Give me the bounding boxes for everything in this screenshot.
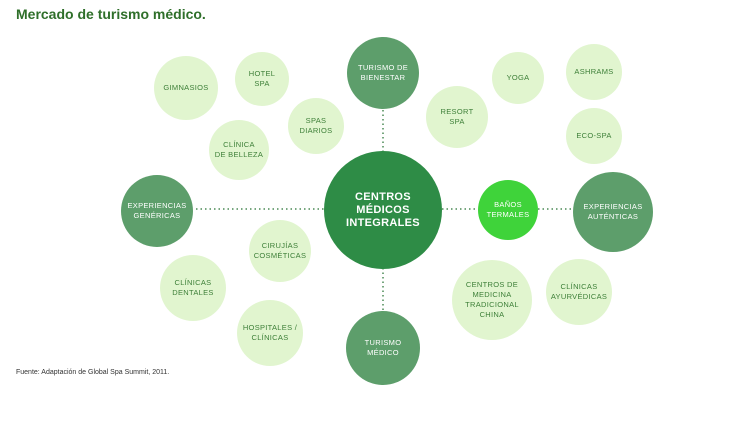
node-experiencias-genericas: EXPERIENCIAS GENÉRICAS (121, 175, 193, 247)
node-clinicas-dentales: CLÍNICAS DENTALES (160, 255, 226, 321)
node-label: CIRUJÍAS COSMÉTICAS (253, 241, 307, 260)
node-label: YOGA (506, 73, 530, 82)
page-title: Mercado de turismo médico. (16, 6, 206, 22)
node-label: SPAS DIARIOS (299, 116, 333, 135)
node-hotel-spa: HOTEL SPA (235, 52, 289, 106)
node-label: BAÑOS TERMALES (486, 200, 530, 219)
node-cirujias-cosmeticas: CIRUJÍAS COSMÉTICAS (249, 220, 311, 282)
node-label: HOSPITALES / CLÍNICAS (242, 323, 298, 342)
node-gimnasios: GIMNASIOS (154, 56, 218, 120)
node-label: HOTEL SPA (248, 69, 276, 88)
node-label: CLÍNICAS DENTALES (172, 278, 214, 297)
node-label: TURISMO MÉDICO (364, 338, 402, 357)
node-label: CLÍNICA DE BELLEZA (214, 140, 264, 159)
node-label: EXPERIENCIAS AUTÉNTICAS (583, 202, 643, 221)
node-label: CLÍNICAS AYURVÉDICAS (550, 282, 608, 301)
node-label: CENTROS MÉDICOS INTEGRALES (346, 190, 420, 229)
node-clinica-de-belleza: CLÍNICA DE BELLEZA (209, 120, 269, 180)
node-resort-spa: RESORT SPA (426, 86, 488, 148)
node-label: ECO-SPA (576, 131, 612, 140)
node-label: CENTROS DE MEDICINA TRADICIONAL CHINA (465, 280, 519, 319)
node-label: RESORT SPA (440, 107, 474, 126)
node-yoga: YOGA (492, 52, 544, 104)
node-ashrams: ASHRAMS (566, 44, 622, 100)
node-centros-medicina-tradicional-china: CENTROS DE MEDICINA TRADICIONAL CHINA (452, 260, 532, 340)
node-label: ASHRAMS (574, 67, 614, 76)
source-note: Fuente: Adaptación de Global Spa Summit,… (16, 369, 170, 376)
node-label: EXPERIENCIAS GENÉRICAS (127, 201, 187, 220)
node-label: TURISMO DE BIENESTAR (357, 63, 409, 82)
node-clinicas-ayurvedicas: CLÍNICAS AYURVÉDICAS (546, 259, 612, 325)
node-hospitales-clinicas: HOSPITALES / CLÍNICAS (237, 300, 303, 366)
node-turismo-de-bienestar: TURISMO DE BIENESTAR (347, 37, 419, 109)
node-centros-medicos-integrales: CENTROS MÉDICOS INTEGRALES (324, 151, 442, 269)
node-experiencias-autenticas: EXPERIENCIAS AUTÉNTICAS (573, 172, 653, 252)
node-banos-termales: BAÑOS TERMALES (478, 180, 538, 240)
node-eco-spa: ECO-SPA (566, 108, 622, 164)
node-spas-diarios: SPAS DIARIOS (288, 98, 344, 154)
node-label: GIMNASIOS (163, 83, 209, 92)
node-turismo-medico: TURISMO MÉDICO (346, 311, 420, 385)
